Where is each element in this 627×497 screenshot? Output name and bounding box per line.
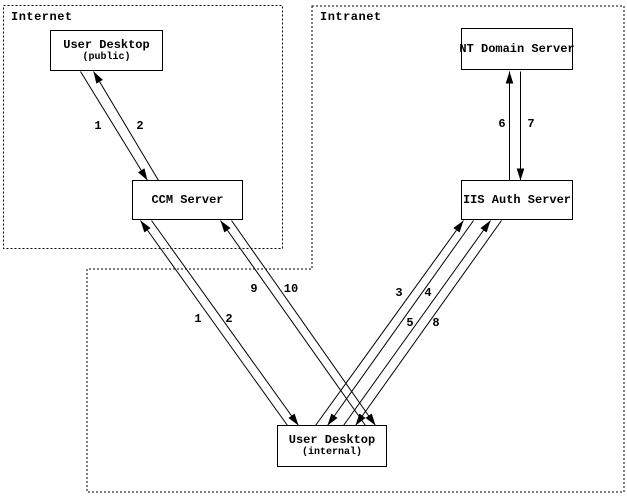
edge-label-1: 1 bbox=[194, 312, 201, 326]
node-user-desktop-internal: User Desktop (internal) bbox=[277, 425, 387, 467]
edge-label-9: 9 bbox=[250, 282, 257, 296]
edge-label-8: 8 bbox=[432, 316, 439, 330]
edge-label-3: 3 bbox=[395, 286, 402, 300]
edge-label-6: 6 bbox=[498, 117, 505, 131]
edge-label-5: 5 bbox=[406, 316, 413, 330]
edge-label-10: 10 bbox=[284, 282, 298, 296]
edge-user-desktop-public-to-ccm-server-1 bbox=[80, 71, 148, 181]
edge-label-4: 4 bbox=[424, 286, 431, 300]
edge-user-desktop-internal-to-ccm-server-1 bbox=[140, 220, 288, 426]
zone-outline-internet bbox=[3, 5, 283, 249]
node-nt-domain-server-title: NT Domain Server bbox=[459, 41, 575, 56]
node-ccm-server: CCM Server bbox=[132, 180, 243, 220]
node-ccm-server-title: CCM Server bbox=[151, 192, 224, 207]
zone-label-intranet: Intranet bbox=[320, 10, 382, 24]
edge-label-2: 2 bbox=[225, 312, 232, 326]
edge-iis-auth-server-to-user-desktop-internal-4 bbox=[327, 220, 474, 426]
node-user-desktop-public-subtitle: (public) bbox=[82, 51, 131, 63]
edge-label-7: 7 bbox=[527, 117, 534, 131]
edge-label-1: 1 bbox=[94, 119, 101, 133]
zone-outline-intranet bbox=[86, 5, 625, 493]
edge-ccm-server-to-user-desktop-internal-10 bbox=[231, 220, 376, 426]
node-iis-auth-server: IIS Auth Server bbox=[461, 180, 573, 220]
node-nt-domain-server: NT Domain Server bbox=[459, 28, 575, 70]
edge-ccm-server-to-user-desktop-internal-2 bbox=[151, 220, 299, 426]
edge-user-desktop-internal-to-iis-auth-server-3 bbox=[315, 220, 464, 426]
edge-user-desktop-internal-to-ccm-server-9 bbox=[220, 220, 366, 426]
edge-user-desktop-internal-to-iis-auth-server-5 bbox=[343, 220, 491, 426]
zone-label-internet: Internet bbox=[11, 10, 73, 24]
node-user-desktop-public: User Desktop (public) bbox=[50, 30, 163, 71]
node-user-desktop-public-title: User Desktop bbox=[63, 37, 150, 52]
edge-ccm-server-to-user-desktop-public-2 bbox=[93, 71, 159, 181]
node-user-desktop-internal-title: User Desktop bbox=[288, 433, 376, 447]
edge-label-2: 2 bbox=[136, 119, 143, 133]
node-user-desktop-internal-subtitle: (internal) bbox=[301, 447, 362, 458]
node-iis-auth-server-title: IIS Auth Server bbox=[462, 192, 572, 207]
edge-iis-auth-server-to-user-desktop-internal-8 bbox=[355, 220, 502, 426]
